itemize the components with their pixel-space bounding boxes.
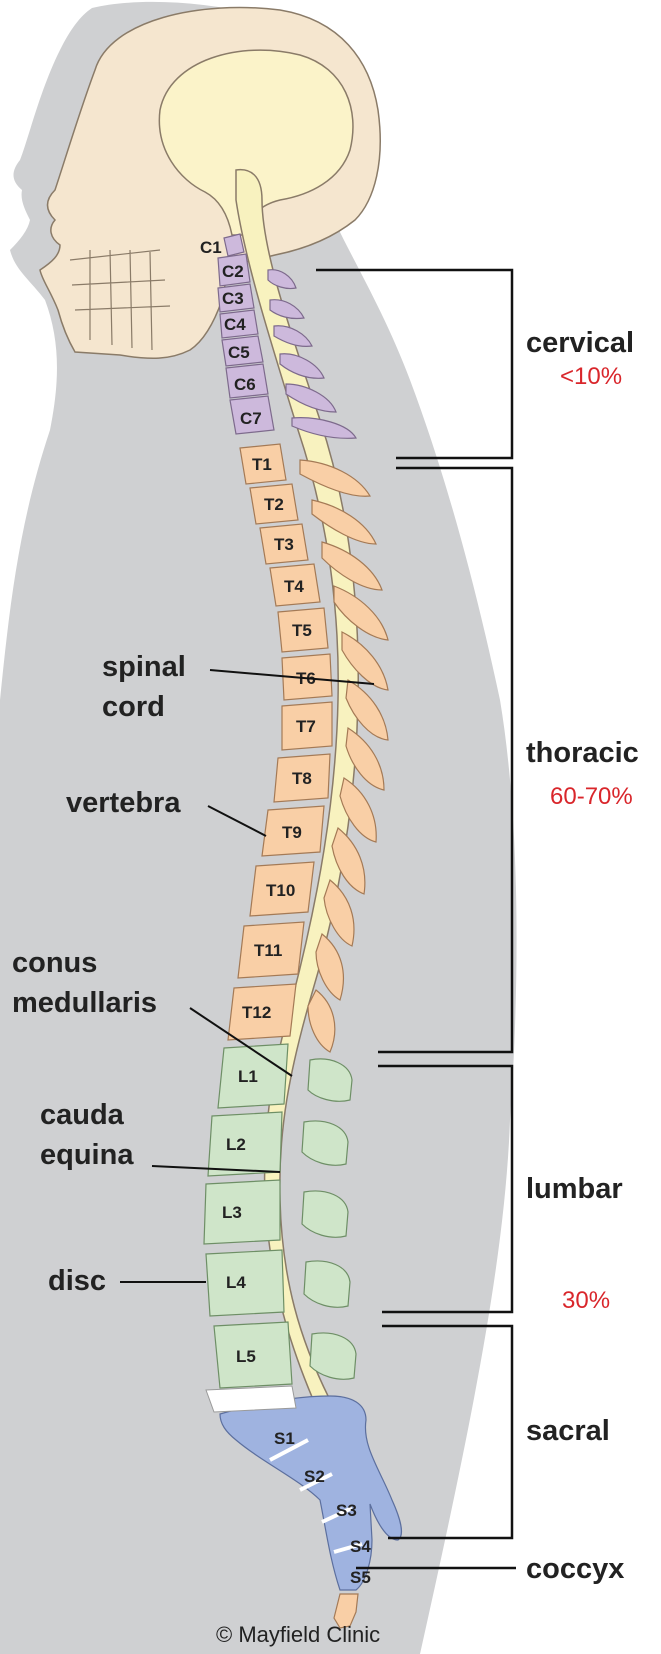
vertebra-t4-body [269,563,321,607]
vertebra-c4-body [219,309,259,339]
label-l5: L5 [236,1347,256,1366]
vertebra-t1-body [239,443,287,485]
brain [158,49,354,236]
label-t10: T10 [266,881,295,900]
vertebra-t3-body [259,523,309,565]
body-silhouette [0,1,517,1654]
label-s2: S2 [304,1467,325,1486]
bracket-thoracic [378,466,514,1054]
callout-vertebra-line [207,805,267,837]
vertebra-t6-body [281,653,333,701]
vertebra-c6-body [225,363,269,399]
callout-cauda-text-1: cauda [40,1099,125,1131]
vertebra-c3-body [217,283,255,313]
region-brackets [316,268,516,1570]
vertebra-c2-body [217,253,251,287]
vertebra-l4-body [205,1249,285,1317]
label-c2: C2 [222,262,244,281]
label-l2: L2 [226,1135,246,1154]
label-s1: S1 [274,1429,295,1448]
label-t1: T1 [252,455,272,474]
label-c5: C5 [228,343,250,362]
callout-cauda-text-2: equina [40,1139,134,1171]
region-labels: cervical <10% thoracic 60-70% lumbar 30%… [526,327,639,1585]
label-t2: T2 [264,495,284,514]
callout-cauda-line [151,1165,281,1173]
vertebra-t2-body [249,483,299,525]
vertebra-c5-body [221,335,264,367]
callout-conus-text-1: conus [12,947,97,979]
label-c3: C3 [222,289,244,308]
label-t8: T8 [292,769,312,788]
thoracic-vertebrae [227,443,389,1053]
label-t4: T4 [284,577,304,596]
region-cervical-name: cervical [526,327,634,359]
sacral-divisions [269,1438,363,1554]
callout-spinal-text-2: cord [102,691,165,723]
vertebra-c1-body [223,233,245,257]
vertebra-t5-body [277,607,329,653]
label-t9: T9 [282,823,302,842]
vertebra-l5-body [213,1321,293,1389]
label-c7: C7 [240,409,262,428]
jaw [69,249,171,351]
vertebra-c7-body [229,395,275,435]
region-sacral-name: sacral [526,1415,610,1447]
label-c4: C4 [224,315,246,334]
label-t12: T12 [242,1003,271,1022]
label-c1: C1 [200,238,222,257]
label-t11: T11 [254,941,282,960]
vertebra-t12-body [227,983,297,1041]
cervical-vertebrae [217,233,357,439]
callout-vertebra-text: vertebra [66,787,181,819]
region-thoracic-name: thoracic [526,737,639,769]
lumbar-vertebrae [203,1043,357,1389]
callout-conus-text-2: medullaris [12,987,157,1019]
coccyx [333,1593,359,1629]
vertebra-t8-body [273,753,331,803]
label-l1: L1 [238,1067,258,1086]
vertebra-t11-body [237,921,305,979]
bracket-sacral [382,1324,514,1540]
region-thoracic-percent: 60-70% [550,783,633,810]
lumbar-processes [301,1058,357,1380]
label-s5: S5 [350,1568,371,1587]
bracket-cervical [316,268,514,460]
callout-disc-text: disc [48,1265,106,1297]
vertebra-l1-body [217,1043,289,1109]
region-cervical-percent: <10% [560,363,622,390]
label-l3: L3 [222,1203,242,1222]
region-coccyx-name: coccyx [526,1553,624,1585]
label-s3: S3 [336,1501,357,1520]
anatomy-callouts: spinal cord vertebra conus medullaris ca… [12,651,375,1297]
label-t5: T5 [292,621,312,640]
label-s4: S4 [350,1537,371,1556]
copyright-text: © Mayfield Clinic [216,1622,380,1647]
sacrum [219,1395,402,1591]
label-t3: T3 [274,535,294,554]
region-lumbar-percent: 30% [562,1287,610,1314]
bracket-lumbar [378,1064,514,1314]
vertebra-t10-body [249,861,315,917]
vertebra-t9-body [261,805,325,857]
label-c6: C6 [234,375,256,394]
cervical-processes [267,269,357,439]
label-t7: T7 [296,717,316,736]
callout-spinal-line [209,669,375,685]
callout-spinal-text-1: spinal [102,651,186,683]
label-l4: L4 [226,1273,246,1292]
vertebra-labels: C1 C2 C3 C4 C5 C6 C7 T1 T2 T3 T4 T5 T6 T… [200,238,371,1587]
callout-conus-line [189,1007,293,1077]
thoracic-processes [299,459,389,1053]
intervertebral-discs [205,1385,297,1413]
vertebra-t7-body [281,701,333,751]
region-lumbar-name: lumbar [526,1173,623,1205]
vertebra-l3-body [203,1179,281,1245]
